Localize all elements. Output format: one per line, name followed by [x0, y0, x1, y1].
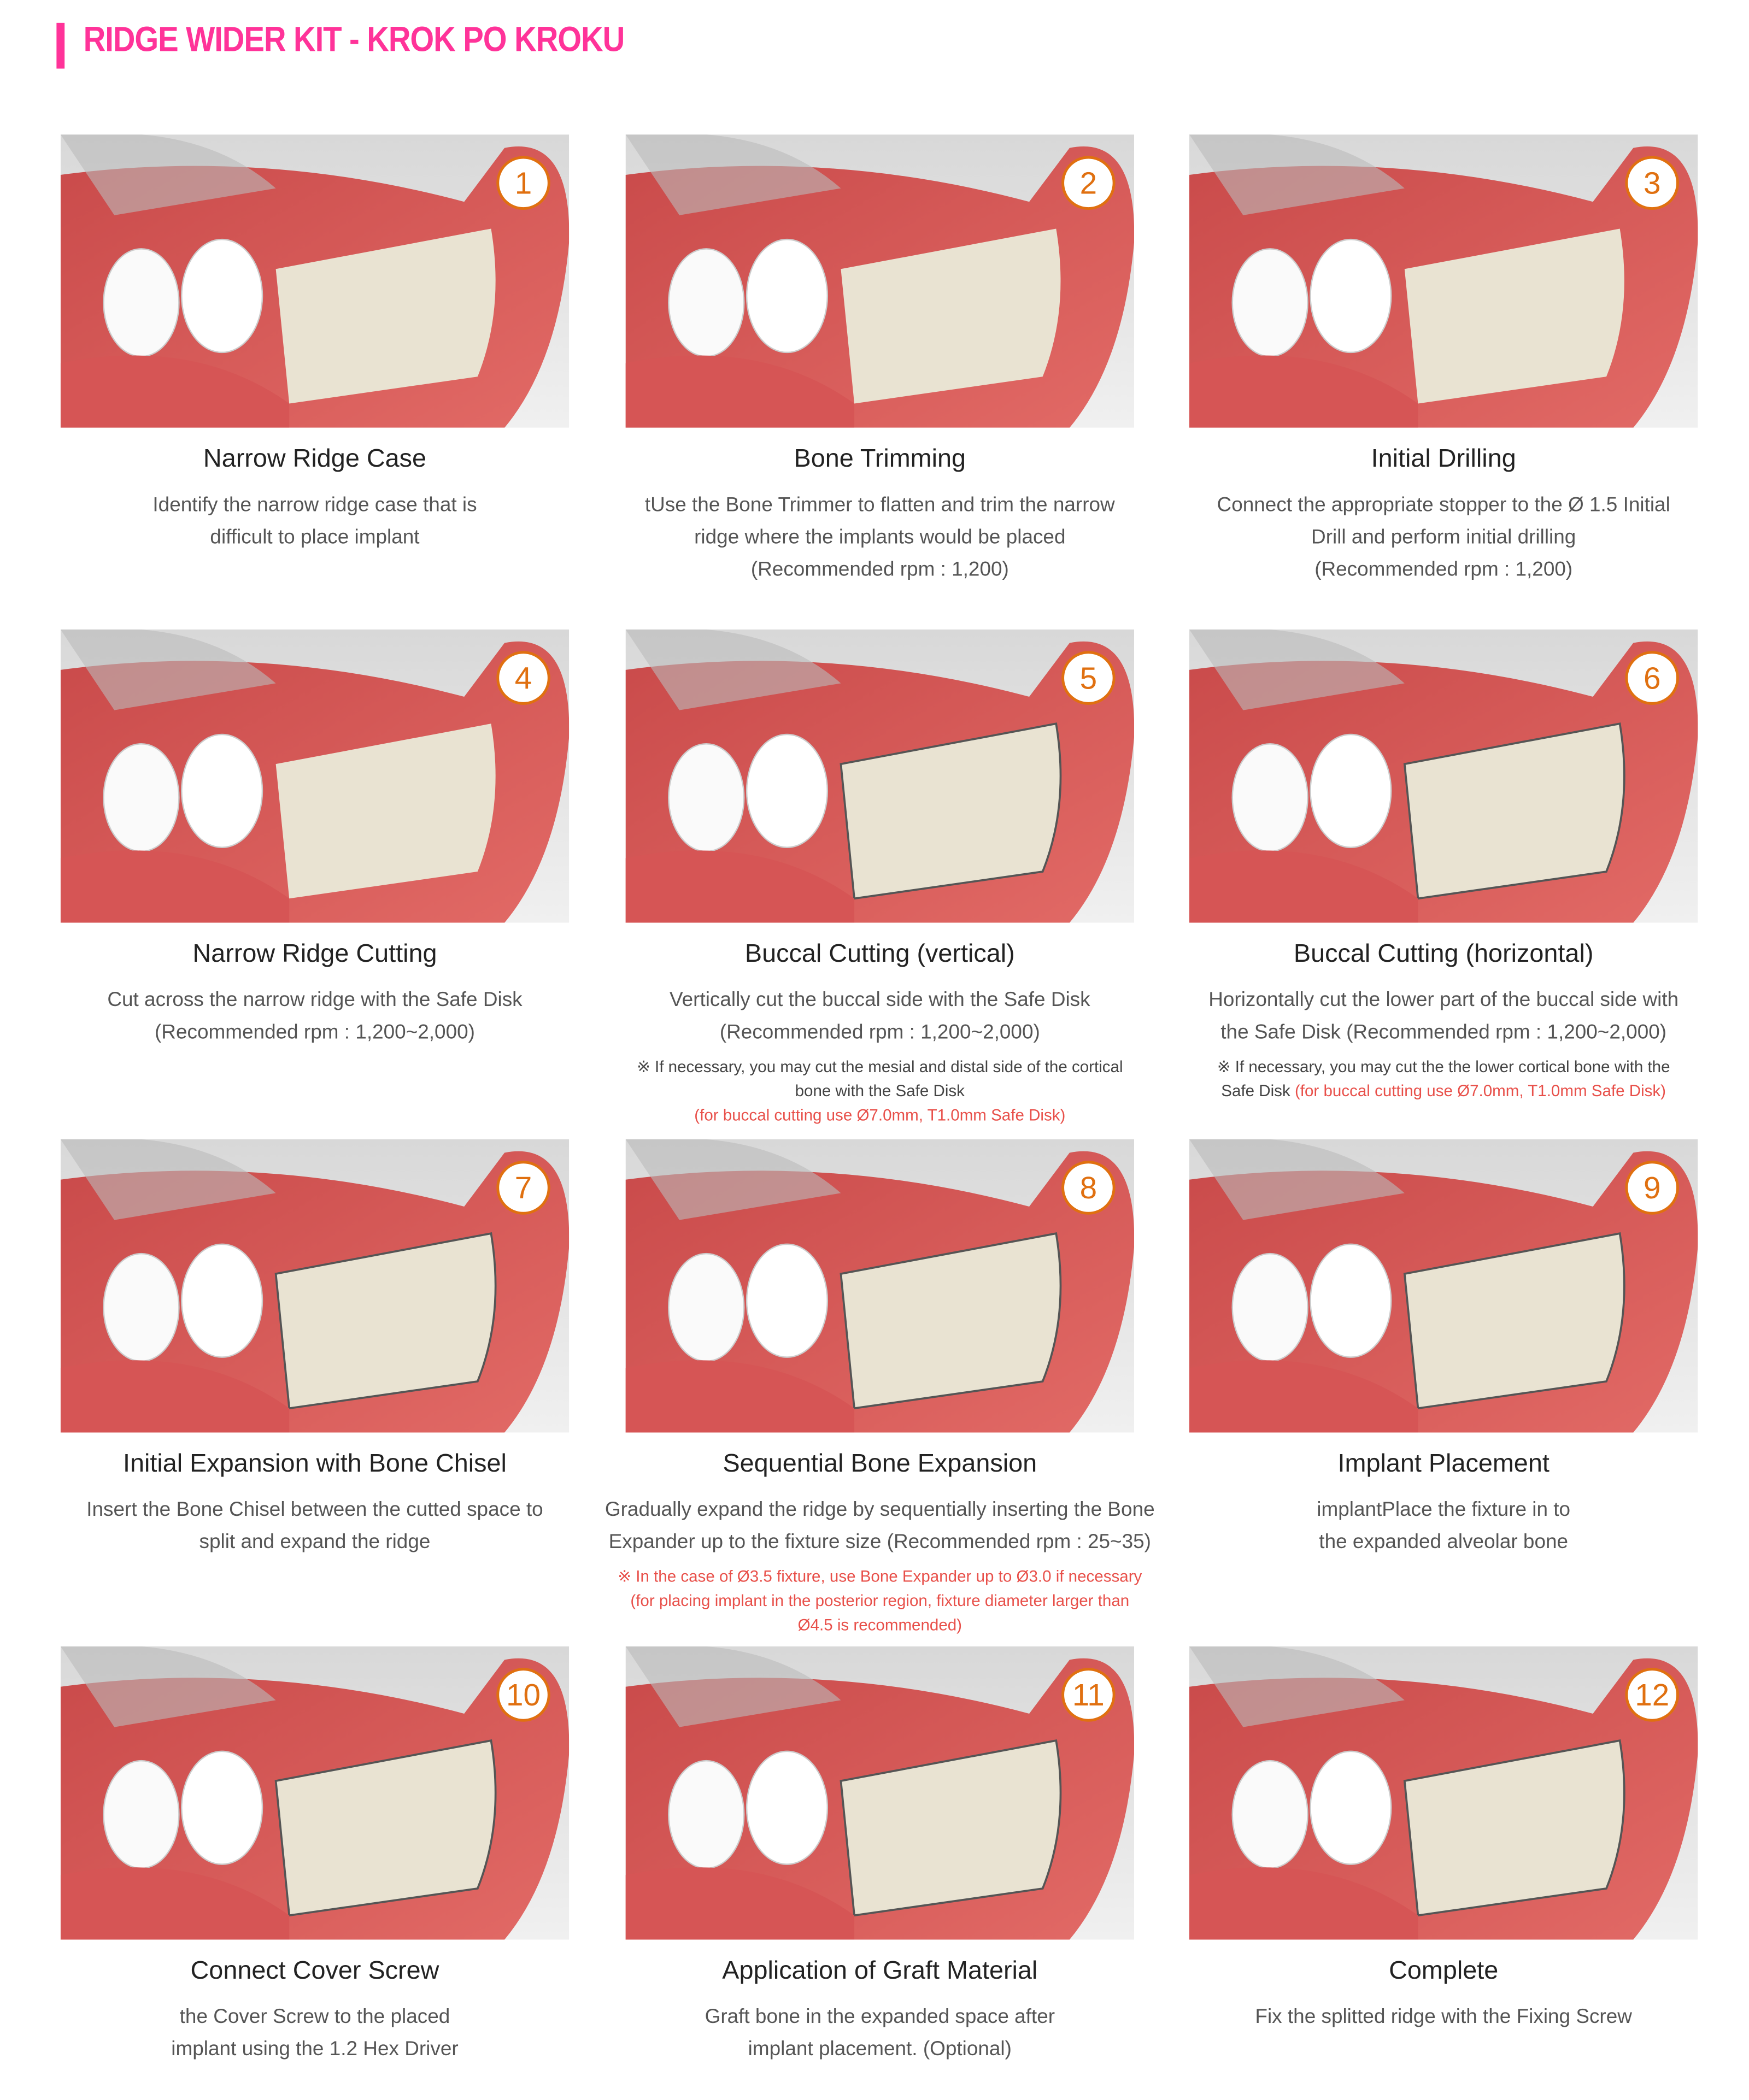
- step-title: Sequential Bone Expansion: [723, 1450, 1037, 1479]
- step-description-line: implant using the 1.2 Hex Driver: [171, 2038, 459, 2061]
- dental-illustration: [1189, 134, 1698, 428]
- step-description-line: Insert the Bone Chisel between the cutte…: [86, 1498, 543, 1521]
- step-description-line: Expander up to the fixture size (Recomme…: [608, 1531, 1151, 1554]
- step-image: 11: [625, 1646, 1135, 1940]
- step-number-badge: 12: [1625, 1668, 1679, 1722]
- step-number-badge: 10: [496, 1668, 550, 1722]
- step-description-line: Fix the splitted ridge with the Fixing S…: [1255, 2005, 1632, 2028]
- step-image: 4: [60, 629, 570, 923]
- step-image: 2: [625, 134, 1135, 428]
- step-note: ※ If necessary, you may cut the the lowe…: [1168, 1055, 1719, 1103]
- dental-illustration: [60, 629, 570, 923]
- dental-illustration: [60, 1139, 570, 1433]
- step-number-badge: 8: [1061, 1161, 1116, 1215]
- page-title: RIDGE WIDER KIT - KROK PO KROKU: [83, 19, 625, 60]
- note-red: (for buccal cutting use Ø7.0mm, T1.0mm S…: [694, 1105, 1066, 1125]
- note-line: ※ If necessary, you may cut the mesial a…: [637, 1057, 1123, 1077]
- step-image: 12: [1189, 1646, 1698, 1940]
- dental-illustration: [625, 134, 1135, 428]
- step-description-line: tUse the Bone Trimmer to flatten and tri…: [644, 493, 1115, 517]
- step-number-badge: 7: [496, 1161, 550, 1215]
- step-description-line: Connect the appropriate stopper to the Ø…: [1217, 493, 1670, 517]
- step-description-line: Graft bone in the expanded space after: [705, 2005, 1055, 2028]
- step-description-line: the expanded alveolar bone: [1319, 1531, 1569, 1554]
- step-title: Application of Graft Material: [722, 1957, 1038, 1986]
- dental-illustration: [60, 134, 570, 428]
- step-image: 6: [1189, 629, 1698, 923]
- step-text: Buccal Cutting (vertical) Vertically cut …: [604, 939, 1155, 1127]
- step-title: Bone Trimming: [794, 445, 966, 474]
- step-image: 9: [1189, 1139, 1698, 1433]
- title-accent-bar: [56, 22, 65, 69]
- step-number-badge: 9: [1625, 1161, 1679, 1215]
- step-note: ※ If necessary, you may cut the mesial a…: [604, 1055, 1155, 1127]
- step-image: 1: [60, 134, 570, 428]
- step-description-line: (Recommended rpm : 1,200~2,000): [154, 1021, 475, 1044]
- step-description-line: (Recommended rpm : 1,200): [1314, 558, 1573, 581]
- step-number-badge: 6: [1625, 651, 1679, 705]
- step-title: Buccal Cutting (horizontal): [1293, 940, 1594, 969]
- step-title: Buccal Cutting (vertical): [744, 940, 1015, 969]
- step-image: 8: [625, 1139, 1135, 1433]
- step-description-line: split and expand the ridge: [199, 1531, 431, 1554]
- step-number-badge: 3: [1625, 156, 1679, 210]
- step-image: 5: [625, 629, 1135, 923]
- step-number-badge: 5: [1061, 651, 1116, 705]
- step-description-line: Gradually expand the ridge by sequential…: [604, 1498, 1155, 1521]
- step-title: Implant Placement: [1337, 1450, 1550, 1479]
- step-title: Initial Expansion with Bone Chisel: [122, 1450, 507, 1479]
- step-text: Connect Cover Screw the Cover Screw to th…: [39, 1956, 590, 2066]
- step-description-line: the Cover Screw to the placed: [179, 2005, 450, 2028]
- step-description-line: (Recommended rpm : 1,200~2,000): [719, 1021, 1040, 1044]
- step-description-line: Horizontally cut the lower part of the b…: [1208, 989, 1679, 1012]
- step-note: ※ In the case of Ø3.5 fixture, use Bone …: [604, 1564, 1155, 1637]
- step-image: 10: [60, 1646, 570, 1940]
- note-red-line: Ø4.5 is recommended): [797, 1615, 962, 1634]
- note-red-line: (for placing implant in the posterior re…: [630, 1591, 1130, 1610]
- dental-illustration: [625, 629, 1135, 923]
- note-line: bone with the Safe Disk: [795, 1081, 965, 1101]
- step-text: Implant Placement implantPlace the fixtur…: [1168, 1449, 1719, 1559]
- dental-illustration: [60, 1646, 570, 1940]
- step-description-line: ridge where the implants would be placed: [694, 526, 1066, 549]
- step-number-badge: 2: [1061, 156, 1116, 210]
- step-number-badge: 4: [496, 651, 550, 705]
- step-text: Bone Trimming tUse the Bone Trimmer to fl…: [604, 444, 1155, 586]
- step-image: 3: [1189, 134, 1698, 428]
- step-title: Complete: [1389, 1957, 1499, 1986]
- step-title: Narrow Ridge Case: [203, 445, 427, 474]
- step-number-badge: 11: [1061, 1668, 1116, 1722]
- step-description-line: difficult to place implant: [210, 526, 420, 549]
- step-text: Buccal Cutting (horizontal) Horizontally …: [1168, 939, 1719, 1103]
- dental-illustration: [625, 1139, 1135, 1433]
- step-description-line: Drill and perform initial drilling: [1311, 526, 1576, 549]
- note-red-line: ※ In the case of Ø3.5 fixture, use Bone …: [618, 1567, 1142, 1586]
- note-line: Safe Disk: [1221, 1081, 1290, 1101]
- note-line: ※ If necessary, you may cut the the lowe…: [1217, 1057, 1670, 1077]
- step-description-line: the Safe Disk (Recommended rpm : 1,200~2…: [1220, 1021, 1667, 1044]
- step-title: Connect Cover Screw: [190, 1957, 439, 1986]
- step-title: Narrow Ridge Cutting: [192, 940, 437, 969]
- step-description-line: implantPlace the fixture in to: [1317, 1498, 1571, 1521]
- step-description-line: Identify the narrow ridge case that is: [152, 493, 477, 517]
- dental-illustration: [1189, 1139, 1698, 1433]
- note-red: (for buccal cutting use Ø7.0mm, T1.0mm S…: [1294, 1081, 1666, 1101]
- step-title: Initial Drilling: [1371, 445, 1516, 474]
- dental-illustration: [1189, 629, 1698, 923]
- step-description-line: Cut across the narrow ridge with the Saf…: [107, 989, 523, 1012]
- step-image: 7: [60, 1139, 570, 1433]
- dental-illustration: [625, 1646, 1135, 1940]
- step-number-badge: 1: [496, 156, 550, 210]
- step-description-line: implant placement. (Optional): [748, 2038, 1012, 2061]
- step-description-line: (Recommended rpm : 1,200): [750, 558, 1009, 581]
- dental-illustration: [1189, 1646, 1698, 1940]
- step-description-line: Vertically cut the buccal side with the …: [670, 989, 1090, 1012]
